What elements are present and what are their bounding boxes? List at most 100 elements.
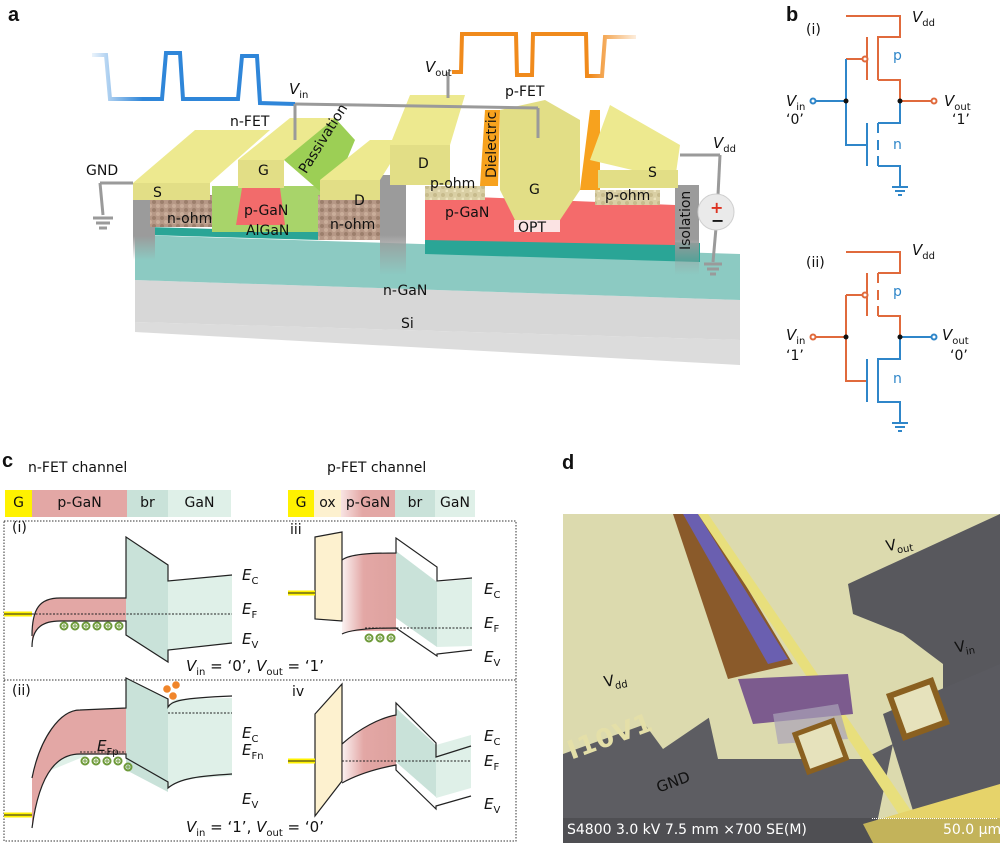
band-iv-ef: EF [484,752,500,773]
gnd-label: GND [86,163,119,179]
isolation-label: Isolation [678,190,694,250]
band-ii-label: (ii) [12,683,31,699]
band-iv-label: iv [292,684,305,700]
p-stack-pgan: p-GaN [341,490,395,517]
circuit-i-vin-value: ‘0’ [786,112,804,128]
n-ohm-right-label: n-ohm [330,217,376,233]
cmos-inverter-circuit-i [809,15,938,196]
ngan-label: n-GaN [383,283,428,299]
sem-vdd-label: Vdd [602,671,629,693]
p-stack-barrier: br [395,490,435,517]
sem-image [563,514,1000,843]
p-gate-label: G [529,182,540,198]
panel-d-letter: d [562,452,575,474]
band-diagrams [3,520,517,842]
condition-1: Vin = ‘0’, Vout = ‘1’ [186,657,324,678]
input-waveform [92,51,296,106]
band-frame [3,520,517,842]
algan-layer [148,227,320,240]
circuit-i-n-label: n [893,137,902,153]
isolation-left [133,200,155,260]
circuit-ii-n-label: n [893,371,902,387]
p-pgan-label: p-GaN [445,205,490,221]
n-pgan-label: p-GaN [244,203,289,219]
band-i-ev: EV [242,630,259,651]
n-stack-gan: GaN [168,490,231,517]
vdd-label: Vdd [713,134,736,155]
panel-c-letter: c [2,450,14,472]
battery-plus: + [710,198,724,217]
p-channel-stack: G ox p-GaN br GaN [288,490,475,517]
cmos-inverter-circuit-ii [809,251,938,432]
vin-label: Vin [289,80,309,101]
opt-label: OPT [518,220,547,236]
sem-micrograph [563,514,1000,843]
n-source-electrode [133,130,270,183]
si-layer [135,322,740,365]
sem-vin-label: Vin [953,637,977,658]
isolation-middle [380,175,406,275]
panel-b-letter: b [786,4,799,26]
n-stack-gate: G [5,490,32,517]
circuit-ii-vin: Vin [786,326,806,347]
p-stack-gate: G [288,490,314,517]
n-gate-label: G [258,163,269,179]
band-ii-efn: EFn [242,741,264,762]
band-i-ec: EC [242,566,259,587]
p-source-label: S [648,165,657,181]
scale-bar [872,818,997,822]
output-waveform [452,32,636,78]
scale-bar-label: 50.0 µm [943,822,1000,838]
band-ii-efp: EFp [97,737,119,758]
electron [163,685,171,693]
band-iii-ef: EF [484,614,500,635]
isolation-right [675,185,699,275]
band-i-ef: EF [242,600,258,621]
n-ohm-left-label: n-ohm [167,211,213,227]
p-channel-title: p-FET channel [327,460,427,476]
band-diagram-ii [4,677,233,829]
electron [169,692,177,700]
band-iii-ev: EV [484,648,501,669]
band-iv-ev: EV [484,795,501,816]
circuit-ii-label: (ii) [806,255,825,271]
p-stack-oxide: ox [314,490,341,517]
band-iii-label: iii [290,522,302,538]
p-stack-gan: GaN [435,490,475,517]
circuit-ii-vout: Vout [942,326,969,347]
n-channel-title: n-FET channel [28,460,128,476]
band-ii-ev: EV [242,790,259,811]
circuit-i-p-label: p [893,48,902,64]
battery-icon [697,193,735,231]
n-stack-barrier: br [127,490,168,517]
circuit-i-label: (i) [806,22,821,38]
circuit-ii-p-label: p [893,284,902,300]
sem-info-bar: S4800 3.0 kV 7.5 mm ×700 SE(M) [567,822,807,838]
p-ohm-right-label: p-ohm [605,188,651,204]
band-diagram-iv [288,682,472,818]
n-channel-stack: G p-GaN br GaN [5,490,231,517]
circuit-ii-vin-value: ‘1’ [786,348,804,364]
band-diagram-i [4,535,233,664]
panel-a-letter: a [8,4,20,26]
circuit-i-vout-value: ‘1’ [952,112,970,128]
condition-2: Vin = ‘1’, Vout = ‘0’ [186,818,324,839]
band-ii-ec: EC [242,724,259,745]
band-iv-ec: EC [484,727,501,748]
band-diagram-iii [288,531,473,658]
n-fet-label: n-FET [230,114,270,130]
vout-label: Vout [425,58,452,79]
battery-minus: − [711,211,725,230]
algan-label: AlGaN [246,223,290,239]
n-drain-label: D [354,193,365,209]
dielectric-label: Dielectric [484,111,500,178]
electron [172,681,180,689]
p-fet-label: p-FET [505,84,545,100]
circuit-ii-vdd: Vdd [912,241,935,262]
p-drain-label: D [418,156,429,172]
band-iii-ec: EC [484,580,501,601]
p-ohm-left-label: p-ohm [430,176,476,192]
circuit-i-vdd: Vdd [912,8,935,29]
circuit-i-vout: Vout [944,92,971,113]
n-source-label: S [153,185,162,201]
